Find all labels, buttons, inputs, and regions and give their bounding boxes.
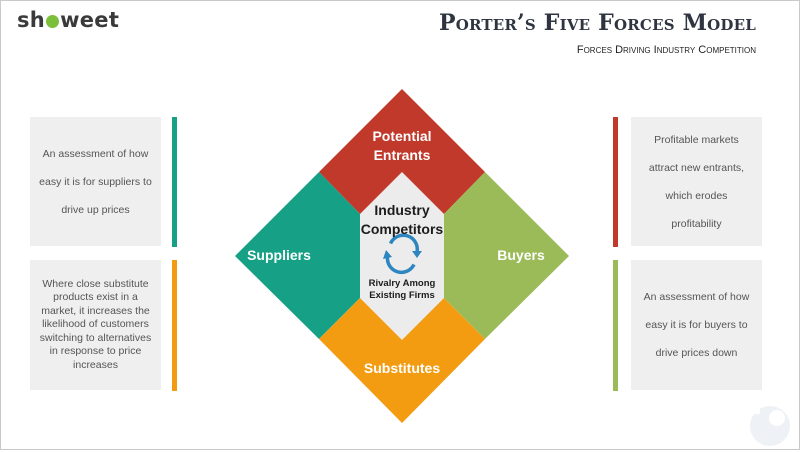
note-line: easy it is for suppliers to — [39, 175, 152, 188]
label-line: Competitors — [360, 221, 444, 237]
note-substitutes: Where close substitute products exist in… — [30, 260, 161, 390]
note-line: increases — [73, 358, 118, 371]
accent-bar-suppliers — [172, 117, 177, 247]
note-line: drive up prices — [61, 203, 130, 216]
logo-text-left: sh — [17, 8, 46, 32]
page-title: Porter’s Five Forces Model — [438, 10, 756, 36]
page-subtitle: Forces Driving Industry Competition — [576, 44, 756, 56]
accent-bar-buyers — [613, 260, 618, 391]
note-line: market, it increases the — [41, 304, 150, 317]
note-entrants: Profitable markets attract new entrants,… — [631, 117, 762, 246]
label-potential-entrants: Potential Entrants — [342, 127, 462, 165]
note-line: switching to alternatives — [39, 331, 152, 344]
note-line: Where close substitute — [42, 277, 149, 290]
label-line: Industry — [374, 202, 430, 218]
watermark-logo-icon — [750, 404, 790, 446]
label-line: Entrants — [373, 147, 431, 163]
note-line: easy it is for buyers to — [645, 319, 748, 331]
label-rivalry: Rivalry Among Existing Firms — [342, 278, 462, 302]
label-substitutes: Substitutes — [363, 360, 441, 376]
note-line: Profitable markets — [654, 133, 739, 146]
force-suppliers-shape — [235, 172, 360, 339]
accent-bar-entrants — [613, 117, 618, 247]
note-line: attract new entrants, — [648, 161, 745, 174]
note-line: which erodes — [665, 189, 728, 202]
label-line: Potential — [372, 128, 432, 144]
label-line: Existing Firms — [369, 290, 435, 301]
note-line: likelihood of customers — [42, 318, 149, 331]
force-potential-entrants-shape — [319, 89, 485, 214]
note-buyers: An assessment of how easy it is for buye… — [631, 260, 762, 390]
industry-competitors-shape — [360, 172, 444, 340]
note-line: An assessment of how — [643, 291, 750, 303]
note-line: drive prices down — [655, 347, 738, 359]
label-industry-competitors: Industry Competitors — [342, 201, 462, 239]
note-suppliers: An assessment of how easy it is for supp… — [30, 117, 161, 246]
force-substitutes-shape — [319, 298, 485, 423]
note-line: An assessment of how — [42, 147, 149, 160]
note-line: in response to price — [49, 345, 142, 358]
label-line: Rivalry Among — [368, 278, 436, 289]
force-buyers-shape — [444, 172, 569, 339]
label-buyers: Buyers — [497, 247, 545, 263]
accent-bar-substitutes — [172, 260, 177, 391]
label-suppliers: Suppliers — [247, 247, 311, 263]
note-line: products exist in a — [53, 291, 138, 304]
cycle-arrows-icon — [383, 233, 422, 275]
logo-mark-icon — [46, 14, 60, 28]
logo-text-right: weet — [60, 8, 120, 32]
note-line: profitability — [671, 217, 722, 230]
